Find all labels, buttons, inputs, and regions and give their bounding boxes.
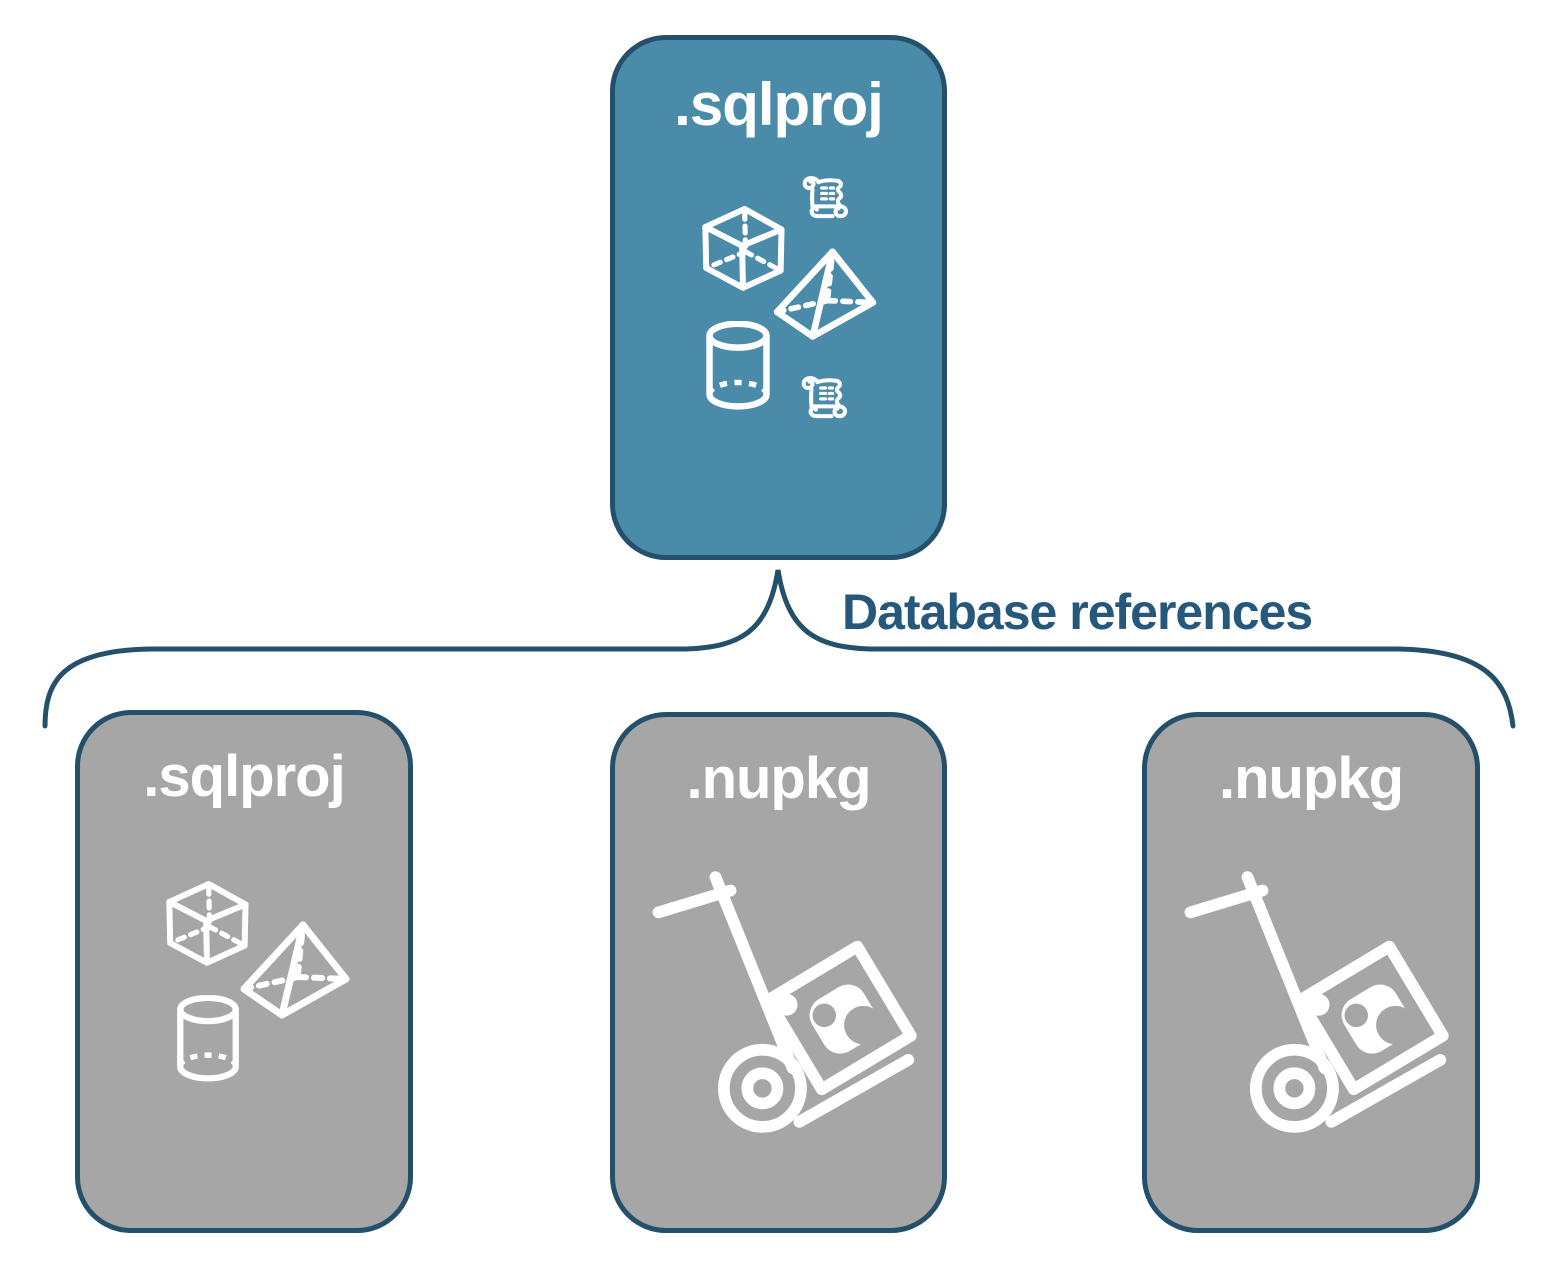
pyramid-icon: [240, 921, 350, 1021]
script-scroll-icon: [798, 374, 852, 428]
nupkg-child-card: .nupkg: [610, 712, 947, 1233]
child-card-label: .nupkg: [686, 746, 871, 811]
nuget-package-handtruck-icon: [1167, 857, 1452, 1142]
parent-card-label: .sqlproj: [674, 71, 884, 138]
nuget-package-handtruck-icon: [635, 857, 920, 1142]
sqlproj-parent-card: .sqlproj: [610, 35, 947, 560]
database-cylinder-icon: [174, 995, 242, 1083]
database-cylinder-icon: [703, 321, 773, 411]
database-references-label: Database references: [842, 584, 1313, 640]
sqlproj-child-card: .sqlproj: [75, 710, 413, 1233]
child-card-label: .sqlproj: [143, 744, 345, 809]
script-scroll-icon: [799, 174, 853, 228]
pyramid-icon: [773, 248, 877, 342]
cube-icon: [164, 878, 250, 967]
nupkg-child-card: .nupkg: [1142, 712, 1480, 1233]
child-card-label: .nupkg: [1218, 746, 1404, 811]
